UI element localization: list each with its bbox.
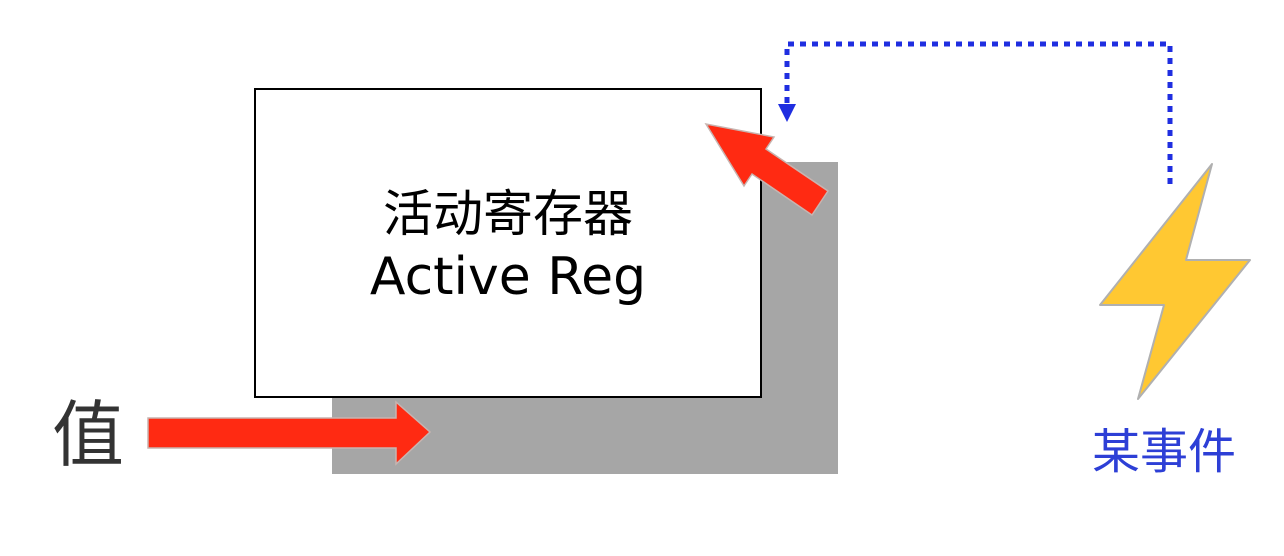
register-subtitle: Active Reg [369, 247, 647, 307]
event-label: 某事件 [1092, 424, 1237, 480]
input-arrow [147, 400, 432, 466]
event-to-register-arrow [704, 122, 830, 217]
event-dotted-arrowhead [778, 104, 796, 122]
lightning-bolt-icon [1099, 163, 1251, 400]
register-title: 活动寄存器 [383, 185, 633, 243]
value-label: 值 [52, 393, 125, 477]
active-register-box: 活动寄存器 Active Reg [254, 88, 762, 398]
event-dotted-line [784, 41, 1173, 184]
